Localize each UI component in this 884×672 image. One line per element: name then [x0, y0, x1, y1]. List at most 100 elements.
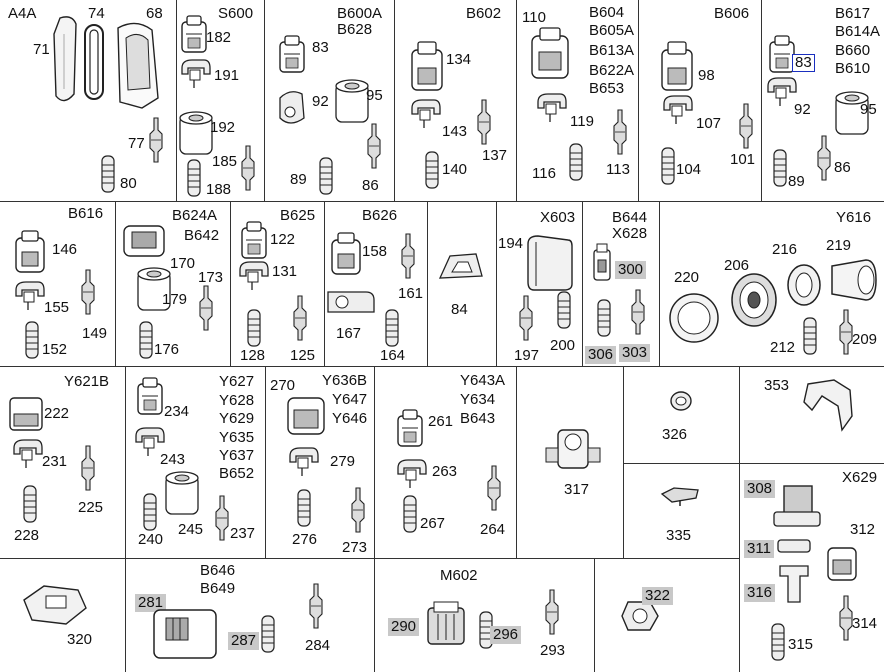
part-label-270: 270	[270, 377, 296, 394]
cell-84	[427, 201, 497, 367]
part-label-303: 303	[619, 344, 651, 362]
cell-y636b	[265, 366, 375, 559]
part-label-212: 212	[770, 339, 796, 356]
part-label-267: 267	[420, 515, 446, 532]
part-label-209: 209	[852, 331, 878, 348]
part-label-113: 113	[606, 161, 630, 178]
part-label-68: 68	[146, 5, 163, 22]
part-label-316: 316	[744, 584, 776, 602]
clip-263-icon	[397, 459, 427, 489]
section-code-b616: B616	[68, 205, 104, 222]
part-label-320: 320	[67, 631, 93, 648]
cell-b625	[230, 201, 325, 367]
section-code-b602: B602	[466, 5, 502, 22]
cell-326	[623, 366, 740, 464]
part-label-306: 306	[585, 346, 617, 364]
seal-228-icon	[23, 485, 37, 523]
terminal-185-icon	[241, 145, 255, 191]
part-label-137: 137	[482, 147, 508, 164]
seal-267-icon	[403, 495, 417, 533]
part-label-222: 222	[44, 405, 70, 422]
cell-322	[594, 558, 740, 672]
section-code-b649: B649	[200, 580, 236, 597]
part-label-185: 185	[212, 153, 238, 170]
terminal-86b-icon	[817, 135, 831, 181]
seal-128-icon	[247, 309, 261, 347]
clip-107-icon	[663, 95, 693, 125]
section-code-b642: B642	[184, 227, 220, 244]
part-label-104: 104	[676, 161, 702, 178]
section-code-b628: B628	[337, 21, 373, 38]
connector-170-icon	[123, 225, 165, 257]
section-code-y627: Y627	[219, 373, 255, 390]
part-label-314: 314	[852, 615, 878, 632]
cell-a4a	[0, 0, 177, 202]
seal-104-icon	[661, 147, 675, 185]
part-label-284: 284	[305, 637, 331, 654]
connector-308-icon	[773, 485, 821, 527]
clip-191-icon	[181, 59, 211, 89]
part-label-197: 197	[514, 347, 540, 364]
part-label-164: 164	[380, 347, 406, 364]
gasket-311-icon	[777, 539, 811, 553]
cell-b646	[125, 558, 375, 672]
cell-b600a	[264, 0, 395, 202]
part-label-92: 92	[312, 93, 329, 110]
cell-b624a	[115, 201, 231, 367]
part-label-279: 279	[330, 453, 356, 470]
cell-b617	[761, 0, 884, 202]
part-label-228: 228	[14, 527, 40, 544]
seal-276-icon	[297, 489, 311, 527]
part-label-80: 80	[120, 175, 137, 192]
sleeve-245-icon	[165, 471, 199, 515]
seal-89-icon	[319, 157, 333, 195]
section-code-b617: B617	[835, 5, 871, 22]
part-label-335: 335	[666, 527, 692, 544]
sleeve-71-icon	[53, 16, 77, 102]
sleeve-95-icon	[335, 79, 369, 123]
cell-335	[623, 463, 740, 559]
connector-83-icon	[279, 35, 305, 73]
part-label-89b: 89	[788, 173, 805, 190]
part-label-188: 188	[206, 181, 232, 198]
section-code-y647: Y647	[332, 391, 368, 408]
part-label-125: 125	[290, 347, 316, 364]
part-label-220: 220	[674, 269, 700, 286]
clip-143-icon	[411, 99, 441, 129]
part-label-116: 116	[532, 165, 556, 182]
connector-270-icon	[287, 397, 325, 435]
gasket-74-icon	[84, 24, 104, 100]
part-label-161: 161	[398, 285, 424, 302]
part-label-322: 322	[642, 587, 674, 605]
section-code-b625: B625	[280, 207, 316, 224]
section-code-b643: B643	[460, 410, 496, 427]
seal-89b-icon	[773, 149, 787, 187]
part-label-83: 83	[312, 39, 329, 56]
seal-164-icon	[385, 309, 399, 347]
part-label-315: 315	[788, 636, 814, 653]
clip-279-icon	[289, 447, 319, 477]
seal-212-icon	[803, 317, 817, 355]
connector-182-icon	[181, 15, 207, 53]
cover-194-icon	[527, 235, 573, 291]
section-code-y646: Y646	[332, 410, 368, 427]
part-label-83-selected[interactable]: 83	[792, 54, 815, 72]
section-code-b600a: B600A	[337, 5, 383, 22]
cell-b616	[0, 201, 116, 367]
section-code-x628: X628	[612, 225, 648, 242]
seal-315-icon	[771, 623, 785, 661]
part-label-134: 134	[446, 51, 472, 68]
seal-200-icon	[557, 291, 571, 329]
cell-320	[0, 558, 126, 672]
cell-x603	[496, 201, 583, 367]
connector-98-icon	[661, 41, 693, 91]
boot-219-icon	[831, 259, 877, 301]
part-label-167: 167	[336, 325, 362, 342]
section-code-x603: X603	[540, 209, 576, 226]
connector-234-icon	[137, 377, 163, 415]
part-label-110: 110	[522, 9, 546, 26]
part-label-263: 263	[432, 463, 458, 480]
terminal-77-icon	[149, 117, 163, 163]
grommet-326-icon	[670, 391, 692, 411]
seal-116-icon	[569, 143, 583, 181]
